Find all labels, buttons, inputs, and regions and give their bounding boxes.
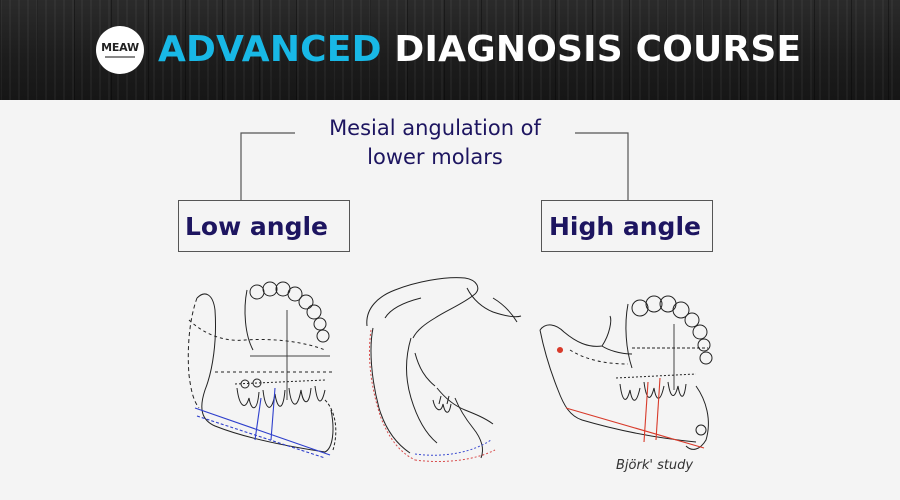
low-angle-cephalometric-tracing: [187, 281, 337, 459]
superimposed-skull-tracing: [366, 277, 522, 462]
diagram-title-line1: Mesial angulation of: [329, 116, 541, 140]
meaw-logo: MEAW: [96, 26, 144, 74]
course-title: ADVANCED DIAGNOSIS COURSE: [158, 25, 801, 75]
course-title-accent: ADVANCED: [158, 29, 382, 70]
right-connector: [575, 132, 629, 200]
high-angle-cephalometric-tracing: [539, 295, 713, 450]
diagram-title-line2: lower molars: [367, 145, 503, 169]
high-angle-box: High angle: [541, 200, 713, 252]
diagram-title: Mesial angulation of lower molars: [290, 114, 580, 172]
course-title-rest: DIAGNOSIS COURSE: [394, 29, 802, 70]
logo-text: MEAW: [101, 41, 139, 54]
left-connector: [240, 132, 295, 200]
logo-underline: [105, 56, 135, 58]
low-angle-box: Low angle: [178, 200, 350, 252]
low-angle-label: Low angle: [185, 211, 328, 241]
header-banner: MEAW ADVANCED DIAGNOSIS COURSE: [0, 0, 900, 100]
bjork-study-caption: Björk' study: [616, 458, 694, 473]
high-angle-label: High angle: [549, 211, 701, 241]
